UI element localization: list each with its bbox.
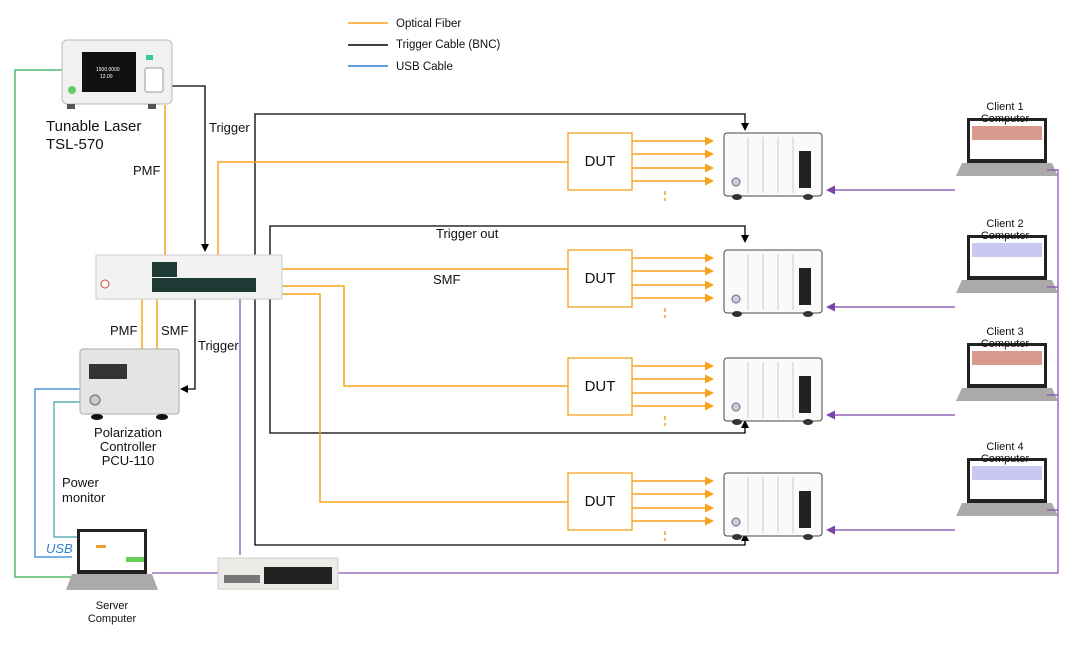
dut-label: DUT <box>585 493 616 510</box>
client-label-1: Client 4 <box>986 441 1023 453</box>
pmf-label-bottom: PMF <box>110 323 138 338</box>
client-laptop-icon <box>956 343 1058 401</box>
client-label-2: Computer <box>981 113 1030 125</box>
usb-cable <box>34 388 80 558</box>
laser-label-1: Tunable Laser <box>46 118 141 135</box>
server-label-2: Computer <box>88 613 137 625</box>
client-laptop-icon <box>956 458 1058 516</box>
client-label-1: Client 3 <box>986 326 1023 338</box>
trigger-laser-cable <box>172 85 209 252</box>
trigger-out-label: Trigger out <box>436 226 499 241</box>
dut-label: DUT <box>585 270 616 287</box>
usb-label: USB <box>46 541 73 556</box>
fiber-dut-1 <box>217 161 568 284</box>
trigger-out-2 <box>269 225 749 256</box>
power-meter-device <box>723 132 823 200</box>
trigger-label-bottom: Trigger <box>198 338 239 353</box>
power-meter-device <box>723 357 823 425</box>
client-label-1: Client 2 <box>986 218 1023 230</box>
client-laptop-icon <box>956 235 1058 293</box>
fiber-dut-3 <box>254 285 568 387</box>
pcu-label-2: Controller <box>100 439 157 454</box>
laser-server-cable <box>14 69 72 578</box>
power-meter-device <box>723 472 823 540</box>
optical-splitter-device <box>95 254 283 300</box>
power-monitor-cable <box>53 401 80 538</box>
server-laptop-icon <box>66 529 158 590</box>
laser-screen-power: 12.00 <box>100 74 113 80</box>
trigger-out-4 <box>254 298 749 546</box>
client-label-2: Computer <box>981 453 1030 465</box>
legend-fiber-label: Optical Fiber <box>396 18 461 30</box>
power-monitor-label-1: Power <box>62 475 100 490</box>
legend-usb-label: USB Cable <box>396 61 453 73</box>
fiber-dut-4 <box>240 293 568 503</box>
legend-trigger-label: Trigger Cable (BNC) <box>396 39 501 51</box>
trigger-out-1 <box>254 113 749 256</box>
smf-label-bottom: SMF <box>161 323 189 338</box>
trigger-pcu-cable <box>180 298 196 393</box>
polarization-controller-device <box>79 348 180 420</box>
trigger-label-top: Trigger <box>209 120 250 135</box>
power-meter-device <box>723 249 823 317</box>
pcu-label-1: Polarization <box>94 425 162 440</box>
tunable-laser-device: 1500.0000 12.00 <box>61 39 173 109</box>
laser-power-button-icon <box>68 86 76 94</box>
server-label-1: Server <box>96 600 129 612</box>
pmf-label-top: PMF <box>133 163 161 178</box>
splitter-power-icon <box>100 279 110 289</box>
power-monitor-label-2: monitor <box>62 490 106 505</box>
laser-label-2: TSL-570 <box>46 136 104 153</box>
client-label-2: Computer <box>981 230 1030 242</box>
network-switch-icon <box>217 557 339 590</box>
dut-box <box>567 249 633 308</box>
client-label-2: Computer <box>981 338 1030 350</box>
dut-label: DUT <box>585 153 616 170</box>
laser-screen-wavelength: 1500.0000 <box>96 67 120 73</box>
client-laptop-icon <box>956 118 1058 176</box>
smf-label: SMF <box>433 272 461 287</box>
dut-label: DUT <box>585 378 616 395</box>
trigger-out-3 <box>269 298 749 434</box>
pcu-label-3: PCU-110 <box>102 453 155 468</box>
dut-box <box>567 357 633 416</box>
legend: Optical Fiber Trigger Cable (BNC) USB Ca… <box>348 18 501 73</box>
client-label-1: Client 1 <box>986 101 1023 113</box>
dut-box <box>567 472 633 531</box>
dut-box <box>567 132 633 191</box>
